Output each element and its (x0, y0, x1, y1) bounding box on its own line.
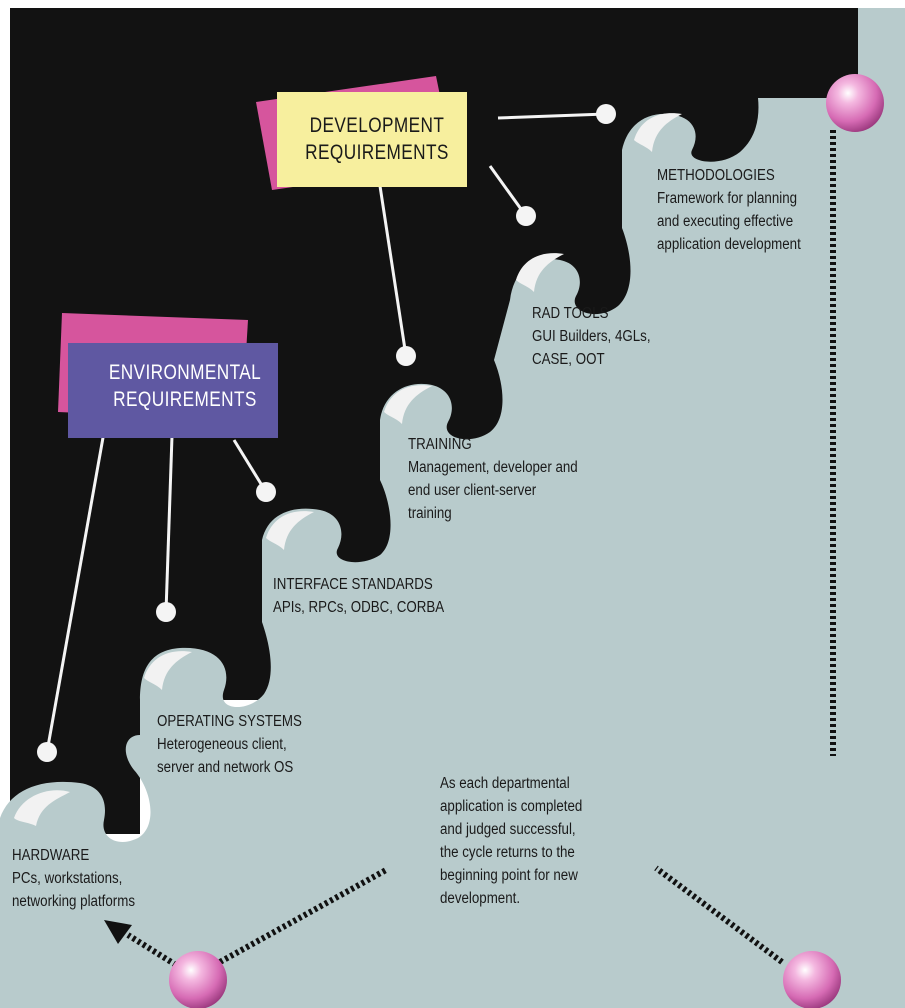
development-card (256, 76, 467, 190)
staircase-area (0, 8, 905, 1008)
step-desc: end user client-server (408, 482, 537, 499)
step-desc: GUI Builders, 4GLs, (532, 328, 651, 345)
cycle-note-line: beginning point for new (440, 867, 578, 884)
cycle-note-line: application is completed (440, 798, 583, 815)
step-desc: server and network OS (157, 759, 294, 776)
cycle-note-line: As each departmental (440, 775, 570, 792)
step-interface-standards: Interface Standards APIs, RPCs, ODBC, CO… (273, 573, 444, 619)
step-desc: Management, developer and (408, 459, 578, 476)
environmental-line-1: ENVIRONMENTAL (108, 361, 262, 384)
environmental-requirements-label: ENVIRONMENTAL REQUIREMENTS (79, 359, 291, 413)
step-desc: PCs, workstations, (12, 870, 123, 887)
connector-lines (45, 112, 607, 753)
connector-dots (37, 104, 616, 762)
sphere-bottom-left (169, 951, 227, 1008)
step-desc: and executing effective (657, 213, 794, 230)
step-title: Hardware (12, 847, 90, 864)
step-title: Training (408, 436, 472, 453)
step-title: RAD Tools (532, 305, 609, 322)
step-methodologies: Methodologies Framework for planning and… (657, 164, 801, 256)
cycle-spheres (169, 74, 884, 1008)
step-desc: Framework for planning (657, 190, 798, 207)
step-title: Methodologies (657, 167, 775, 184)
step-desc: networking platforms (12, 893, 135, 910)
step-title: Operating Systems (157, 713, 302, 730)
step-training: Training Management, developer and end u… (408, 433, 578, 525)
step-rad-tools: RAD Tools GUI Builders, 4GLs, CASE, OOT (532, 302, 651, 371)
step-desc: APIs, RPCs, ODBC, CORBA (273, 599, 445, 616)
cycle-note: As each departmental application is comp… (440, 772, 582, 910)
step-desc: application development (657, 236, 801, 253)
step-desc: CASE, OOT (532, 351, 605, 368)
cycle-note-line: the cycle returns to the (440, 844, 575, 861)
development-line-2: REQUIREMENTS (305, 141, 449, 164)
step-desc: Heterogeneous client, (157, 736, 287, 753)
environmental-line-2: REQUIREMENTS (113, 388, 257, 411)
cycle-note-line: development. (440, 890, 521, 907)
step-operating-systems: Operating Systems Heterogeneous client, … (157, 710, 302, 779)
step-desc: training (408, 505, 452, 522)
sphere-top-right (826, 74, 884, 132)
step-hardware: Hardware PCs, workstations, networking p… (12, 844, 135, 913)
development-line-1: DEVELOPMENT (309, 114, 445, 137)
stair-highlights (14, 113, 682, 826)
cycle-note-line: and judged successful, (440, 821, 576, 838)
environmental-card (58, 313, 278, 438)
sphere-bottom-right (783, 951, 841, 1008)
step-title: Interface Standards (273, 576, 433, 593)
development-requirements-label: DEVELOPMENT REQUIREMENTS (271, 112, 483, 166)
cycle-arrows (104, 130, 836, 968)
